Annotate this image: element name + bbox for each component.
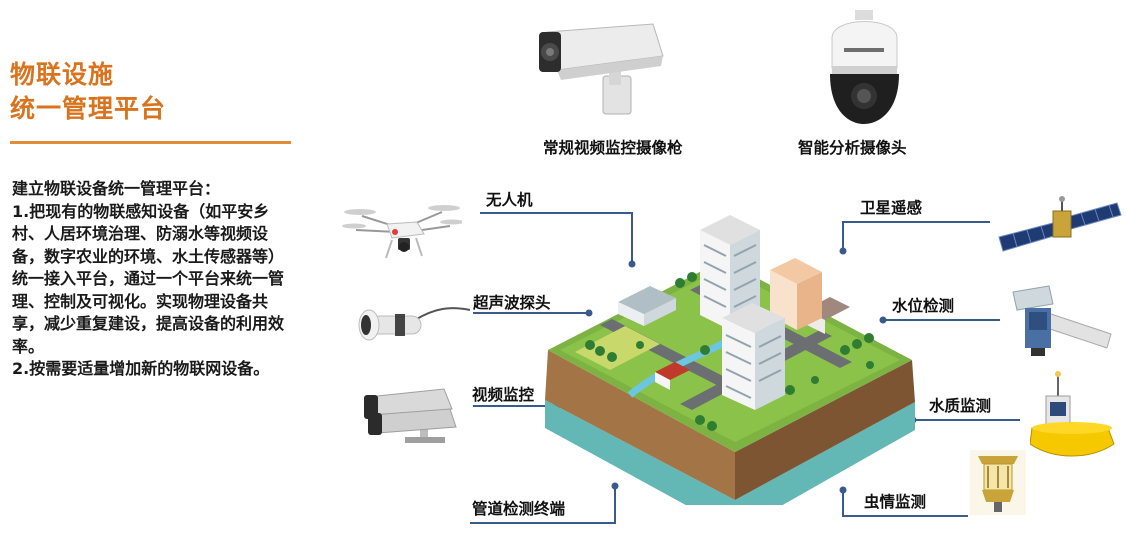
label-ultrasonic: 超声波探头 xyxy=(473,294,551,312)
description-block: 建立物联设备统一管理平台： 1.把现有的物联感知设备（如平安乡村、人居环境治理、… xyxy=(12,178,297,381)
label-pipeline: 管道检测终端 xyxy=(472,500,566,518)
ultrasonic-probe-icon xyxy=(358,307,471,341)
connector-dot-satellite xyxy=(839,247,847,255)
connector-dot-pest xyxy=(839,486,847,494)
connector-pipeline xyxy=(470,488,616,524)
description-intro: 建立物联设备统一管理平台： xyxy=(12,179,221,198)
label-video-monitor: 视频监控 xyxy=(472,386,535,404)
title-divider xyxy=(10,141,291,144)
label-drone: 无人机 xyxy=(486,191,533,209)
title-line-1: 物联设施 xyxy=(10,60,115,89)
connector-dot-pipeline xyxy=(611,482,619,490)
smart-village-illustration xyxy=(545,215,915,505)
connector-drone xyxy=(480,212,633,262)
water-level-sensor-icon xyxy=(1012,285,1112,356)
description-point-1: 1.把现有的物联感知设备（如平安乡村、人居环境治理、防溺水等视频设备，数字农业的… xyxy=(12,201,285,356)
pest-monitor-icon xyxy=(970,450,1026,515)
page-title: 物联设施 统一管理平台 xyxy=(10,58,166,126)
label-water-level: 水位检测 xyxy=(892,297,955,315)
label-dome-camera: 智能分析摄像头 xyxy=(798,139,907,157)
label-satellite: 卫星遥感 xyxy=(860,199,923,217)
dome-camera-icon xyxy=(830,10,899,124)
video-surveillance-icon xyxy=(364,388,457,443)
label-water-quality: 水质监测 xyxy=(929,397,992,415)
label-bullet-camera: 常规视频监控摄像枪 xyxy=(543,139,683,157)
drone-icon xyxy=(342,205,462,259)
satellite-icon xyxy=(998,196,1122,252)
connector-dot-drone xyxy=(628,260,636,268)
water-quality-buoy-icon xyxy=(1030,371,1115,457)
title-line-2: 统一管理平台 xyxy=(10,94,167,123)
connector-satellite xyxy=(842,221,990,249)
bullet-camera-icon xyxy=(539,23,664,115)
connector-dot-water-level xyxy=(879,316,887,324)
description-point-2: 2.按需要适量增加新的物联网设备。 xyxy=(12,359,270,378)
connector-pest xyxy=(842,492,968,517)
label-pest: 虫情监测 xyxy=(864,493,927,511)
connector-dot-ultrasonic xyxy=(585,309,593,317)
